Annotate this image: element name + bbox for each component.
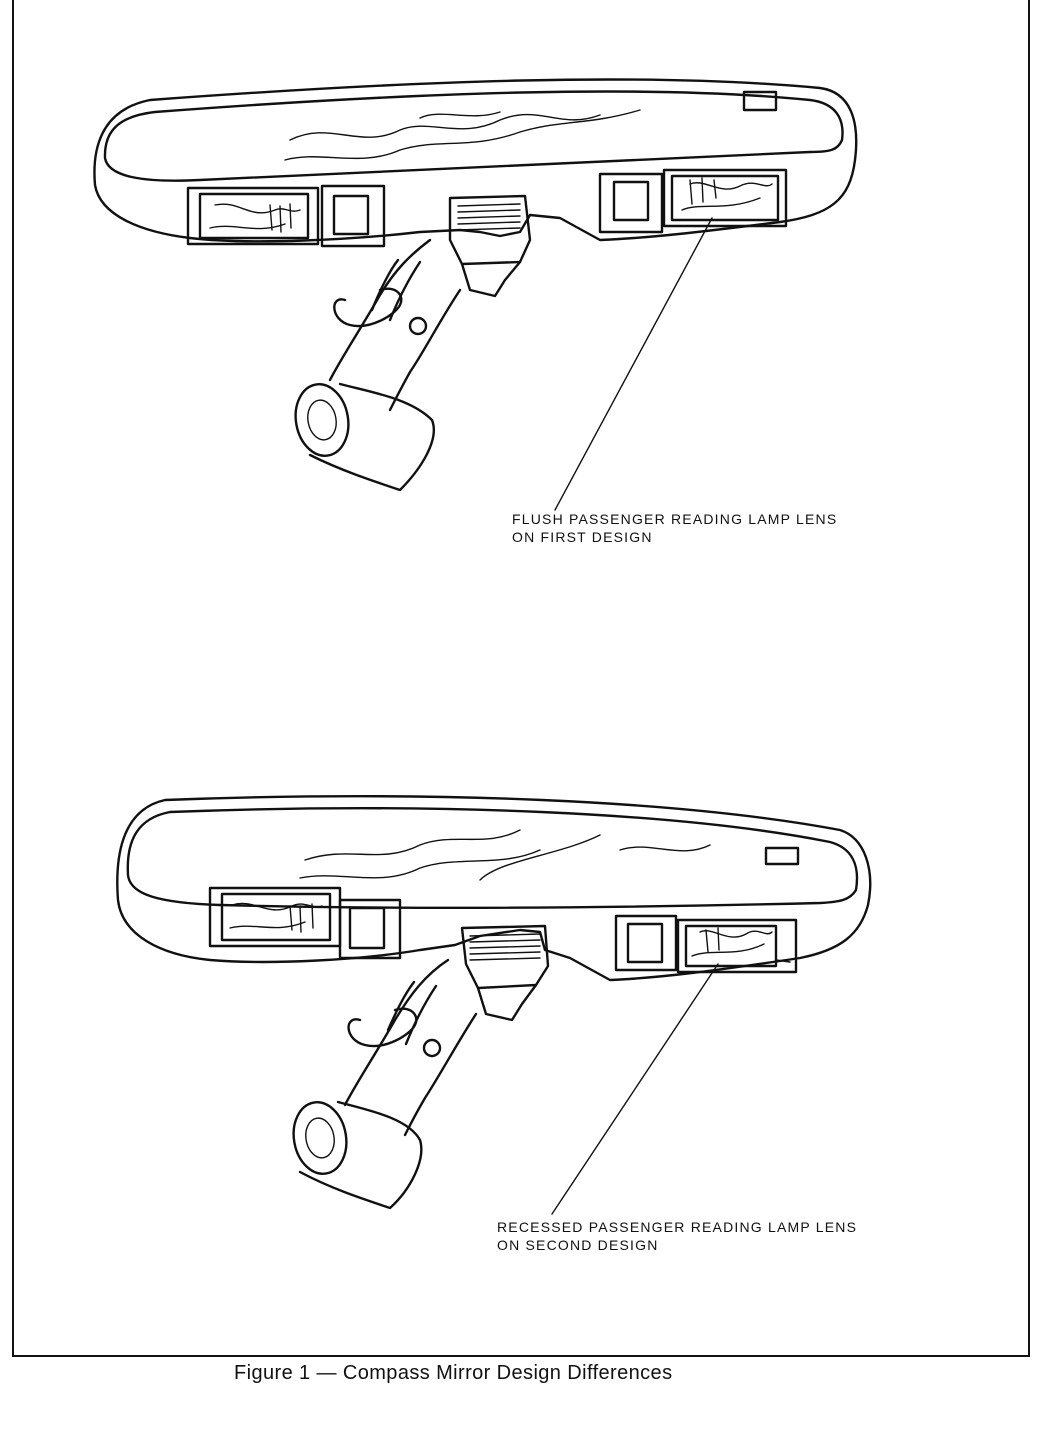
callout-first-line1: FLUSH PASSENGER READING LAMP LENS: [512, 511, 838, 527]
mirror-second-design: [116, 795, 872, 1210]
callout-second-line2: ON SECOND DESIGN: [497, 1237, 659, 1253]
leader-line-second: [551, 963, 719, 1215]
figure-frame: [12, 0, 1030, 1357]
callout-second-line1: RECESSED PASSENGER READING LAMP LENS: [497, 1219, 858, 1235]
callout-first-line2: ON FIRST DESIGN: [512, 529, 653, 545]
callout-first-design: FLUSH PASSENGER READING LAMP LENS ON FIR…: [512, 510, 837, 546]
leader-line-first: [554, 217, 713, 511]
mirror-first-design: [93, 78, 858, 492]
figure-caption: Figure 1 — Compass Mirror Design Differe…: [234, 1362, 673, 1384]
callout-second-design: RECESSED PASSENGER READING LAMP LENS ON …: [497, 1218, 857, 1254]
